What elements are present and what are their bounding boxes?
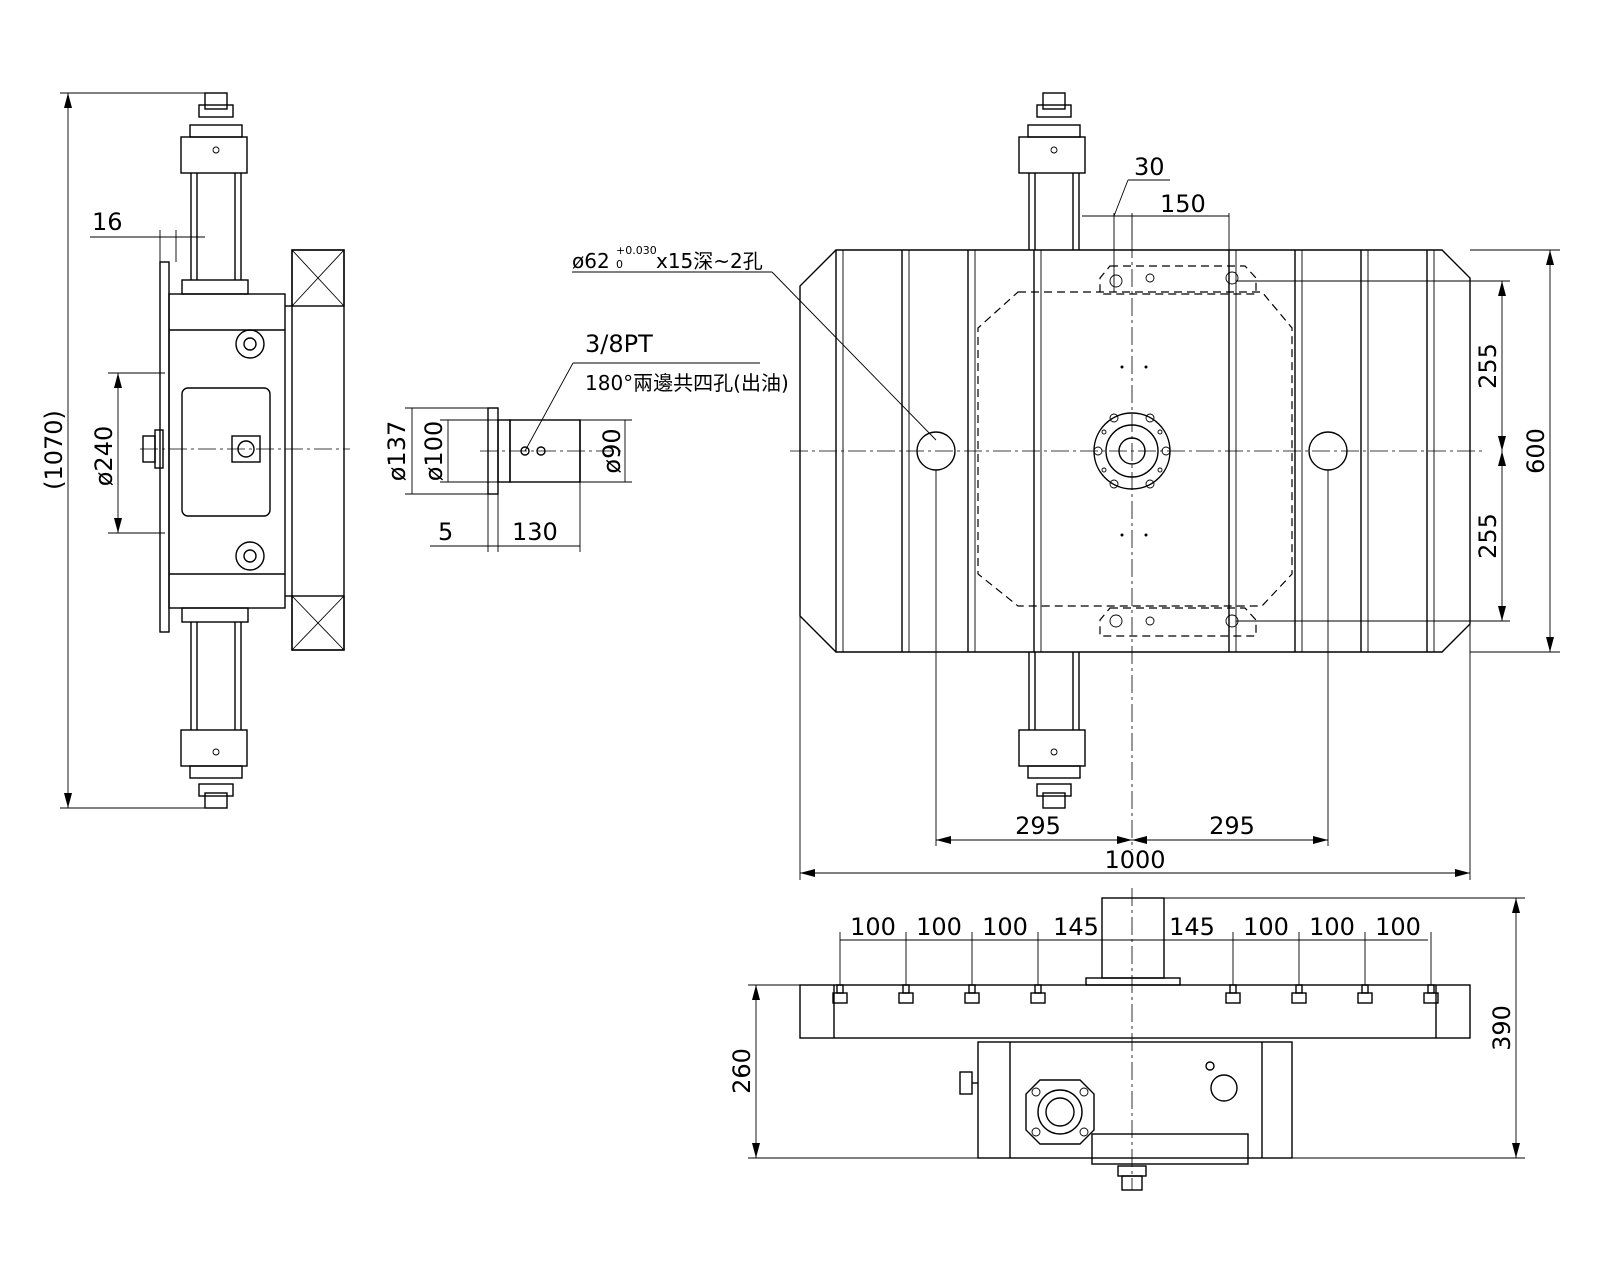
dim-slot-3: 100	[982, 913, 1028, 941]
dim-30: 30	[1134, 153, 1165, 181]
dim-1000: 1000	[1104, 846, 1165, 874]
dim-slot-4: 145	[1053, 913, 1099, 941]
dim-slot-1: 100	[850, 913, 896, 941]
dim-600: 600	[1522, 428, 1550, 474]
plan-view: ø62 +0.030 0 x15深~2孔 30 150 255 255 600	[572, 92, 1560, 880]
note-thread: 3/8PT	[585, 330, 653, 358]
dim-height-390: 390	[1488, 1005, 1516, 1051]
dim-gap-16: 16	[92, 208, 123, 236]
dim-shaft-90: ø90	[598, 428, 626, 473]
dim-255-top: 255	[1474, 343, 1502, 389]
note-hole-62-tol2: 0	[616, 258, 623, 271]
dim-255-bottom: 255	[1474, 513, 1502, 559]
note-oil-holes: 180°兩邊共四孔(出油)	[585, 371, 789, 395]
dim-flange-thk-5: 5	[438, 518, 453, 546]
note-hole-62-tail: x15深~2孔	[656, 249, 763, 273]
front-view: 100 100 100 145 145 100 100 100 260 390	[728, 888, 1525, 1191]
dim-bore-240: ø240	[90, 426, 118, 487]
dim-slot-7: 100	[1309, 913, 1355, 941]
dim-295-right: 295	[1209, 812, 1255, 840]
dim-slot-6: 100	[1243, 913, 1289, 941]
shaft-detail: 3/8PT 180°兩邊共四孔(出油) ø137 ø100 ø90 5 130	[383, 330, 789, 552]
dim-slot-5: 145	[1169, 913, 1215, 941]
side-view: (1070) 16 ø240	[40, 92, 350, 809]
dim-slot-8: 100	[1375, 913, 1421, 941]
t-slot-marks	[832, 984, 1439, 1004]
note-hole-62-tol: +0.030	[616, 244, 657, 257]
dim-150: 150	[1160, 190, 1206, 218]
dim-overall-height: (1070)	[40, 410, 68, 490]
dim-length-130: 130	[512, 518, 558, 546]
note-hole-62: ø62	[572, 249, 610, 273]
dim-slot-2: 100	[916, 913, 962, 941]
dim-hub-100: ø100	[420, 421, 448, 482]
dim-295-left: 295	[1015, 812, 1061, 840]
dim-height-260: 260	[728, 1048, 756, 1094]
dim-flange-137: ø137	[383, 421, 411, 482]
